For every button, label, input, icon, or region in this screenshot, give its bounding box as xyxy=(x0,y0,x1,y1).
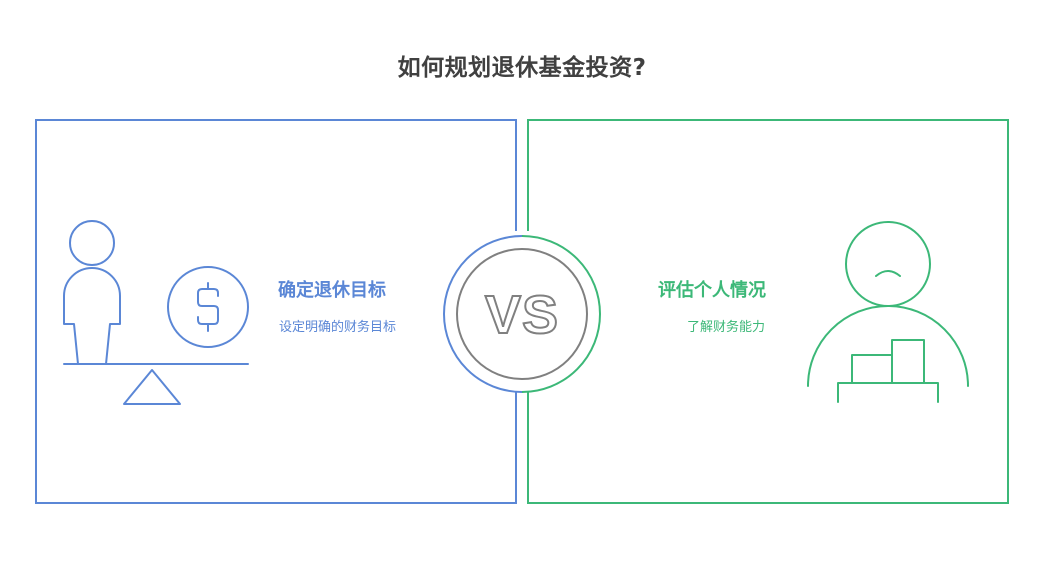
face-head-icon xyxy=(845,221,931,307)
right-panel-description: 了解财务能力 xyxy=(686,320,765,335)
left-panel-title: 确定退休目标 xyxy=(278,280,386,301)
balance-fulcrum-icon xyxy=(123,369,181,405)
vs-circle xyxy=(456,248,588,380)
dollar-coin-icon xyxy=(167,266,249,348)
person-body-icon xyxy=(63,267,121,365)
bar-chart-icon xyxy=(851,339,925,383)
balance-person-dollar-icon xyxy=(63,220,249,405)
person-with-bar-chart-icon xyxy=(807,221,969,403)
vs-ring-right xyxy=(521,235,601,393)
right-panel xyxy=(527,119,1009,504)
table-icon xyxy=(837,382,939,403)
vs-ring-left xyxy=(443,235,523,393)
dollar-sign-icon xyxy=(197,282,219,332)
right-panel-title: 评估个人情况 xyxy=(658,280,766,301)
person-head-icon xyxy=(69,220,115,266)
shoulders-icon xyxy=(807,305,969,387)
left-panel-description: 设定明确的财务目标 xyxy=(279,320,397,335)
diagram-title: 如何规划退休基金投资? xyxy=(397,55,647,81)
left-panel xyxy=(35,119,517,504)
vs-label: VS xyxy=(485,285,559,345)
sad-mouth-icon xyxy=(875,270,901,277)
